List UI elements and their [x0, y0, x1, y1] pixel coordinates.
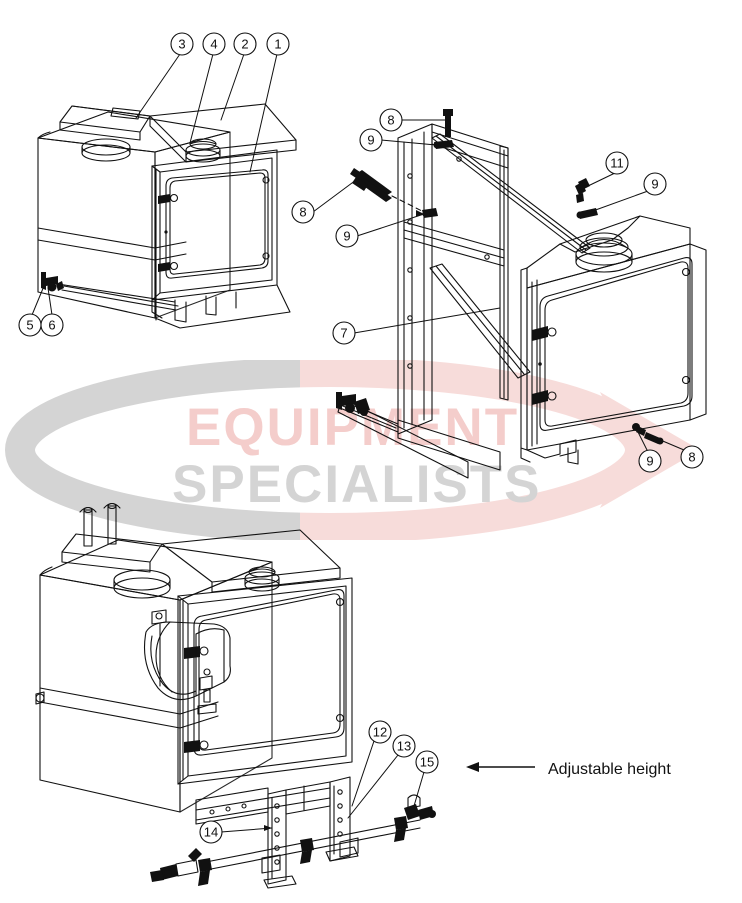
- callout-circle: [379, 108, 403, 132]
- callout-number: 15: [420, 755, 434, 770]
- callout-8a: 8: [379, 108, 403, 132]
- callout-number: 9: [367, 133, 374, 148]
- callout-circle: [415, 750, 439, 774]
- callout-number: 8: [299, 205, 306, 220]
- callout-9d: 9: [638, 449, 662, 473]
- callout-number: 3: [178, 37, 185, 52]
- callout-9c: 9: [643, 172, 667, 196]
- adjustable-height-arrowhead: [466, 762, 479, 772]
- top-left-tank-assembly: [37, 103, 297, 329]
- callout-2: 2: [233, 32, 257, 56]
- callout-number: 5: [26, 318, 33, 333]
- middle-frame-tank-assembly: [336, 123, 707, 479]
- callout-3: 3: [170, 32, 194, 56]
- callout-13: 13: [392, 734, 416, 758]
- callout-12: 12: [368, 720, 392, 744]
- callout-8b: 8: [291, 200, 315, 224]
- callout-number: 9: [343, 229, 350, 244]
- adjustable-height-label: Adjustable height: [548, 761, 671, 778]
- callout-circle: [233, 32, 257, 56]
- callout-number: 6: [48, 318, 55, 333]
- callout-number: 1: [274, 37, 281, 52]
- callout-number: 9: [651, 177, 658, 192]
- callout-number: 4: [210, 37, 217, 52]
- bottom-tank-stand-assembly: [35, 502, 436, 889]
- callout-number: 12: [373, 725, 387, 740]
- callout-circle: [643, 172, 667, 196]
- callout-circle: [40, 313, 64, 337]
- callout-circle: [202, 32, 226, 56]
- callout-4: 4: [202, 32, 226, 56]
- callout-number: 13: [397, 739, 411, 754]
- callout-circle: [335, 224, 359, 248]
- callout-number: 14: [204, 825, 218, 840]
- callout-number: 8: [688, 450, 695, 465]
- callout-circle: [359, 128, 383, 152]
- callout-number: 8: [387, 113, 394, 128]
- callout-9b: 9: [335, 224, 359, 248]
- callout-6: 6: [40, 313, 64, 337]
- callout-11: 11: [605, 151, 629, 175]
- callout-5: 5: [18, 313, 42, 337]
- callout-circle: [392, 734, 416, 758]
- callout-circle: [266, 32, 290, 56]
- callout-number: 9: [646, 454, 653, 469]
- callout-1: 1: [266, 32, 290, 56]
- callout-number: 7: [340, 326, 347, 341]
- callout-circle: [199, 820, 223, 844]
- callout-circle: [170, 32, 194, 56]
- callout-circle: [368, 720, 392, 744]
- callout-15: 15: [415, 750, 439, 774]
- callout-9b-arrowhead: [416, 210, 424, 217]
- callout-circle: [605, 151, 629, 175]
- adjustable-height-annotation: Adjustable height: [466, 761, 671, 778]
- callout-circle: [291, 200, 315, 224]
- callout-7: 7: [332, 321, 356, 345]
- callout-8c: 8: [680, 445, 704, 469]
- callout-circle: [638, 449, 662, 473]
- callout-9a: 9: [359, 128, 383, 152]
- callout-14-arrowhead: [264, 825, 272, 831]
- callout-number: 11: [610, 156, 624, 171]
- callout-leaders: [31, 53, 685, 833]
- callout-14: 14: [199, 820, 223, 844]
- callout-circle: [680, 445, 704, 469]
- callout-number: 2: [241, 37, 248, 52]
- callout-circle: [332, 321, 356, 345]
